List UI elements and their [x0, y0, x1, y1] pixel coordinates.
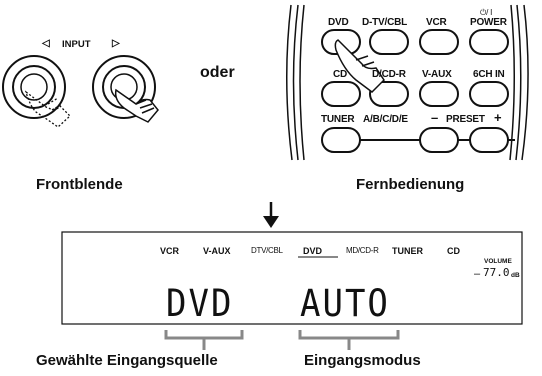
- remote-label-tuner: TUNER: [321, 114, 355, 125]
- dotted-hand-icon: [24, 90, 71, 128]
- mode-bracket: [298, 330, 400, 350]
- remote-caption: Fernbedienung: [356, 176, 465, 193]
- remote-tuner-button[interactable]: [321, 127, 361, 153]
- input-label: INPUT: [62, 39, 91, 50]
- remote-label-vaux: V-AUX: [422, 69, 452, 80]
- display-mode-text: AUTO: [300, 282, 390, 326]
- indicator-dtvcbl: DTV/CBL: [251, 246, 283, 255]
- down-arrow-icon: [263, 202, 279, 228]
- remote-hand-icon: [334, 39, 385, 93]
- volume-value: 77.0: [483, 266, 510, 279]
- remote-label-plus: +: [494, 110, 502, 125]
- remote-dtv-button[interactable]: [369, 29, 409, 55]
- remote-label-abcde: A/B/C/D/E: [363, 114, 408, 125]
- volume-sign: –: [474, 268, 481, 280]
- indicator-dvd: DVD: [303, 246, 323, 256]
- remote-label-dvd: DVD: [328, 17, 349, 28]
- hand-press-icon: [114, 88, 159, 123]
- remote-label-power: POWER: [470, 17, 507, 28]
- indicator-cd: CD: [447, 246, 460, 256]
- selected-source-label: Gewählte Eingangsquelle: [36, 352, 218, 369]
- remote-preset-minus-button[interactable]: [419, 127, 459, 153]
- power-symbol-icon: ⏻/ I: [480, 8, 493, 17]
- remote-label-mdcdr: D/CD-R: [372, 69, 406, 80]
- remote-vaux-button[interactable]: [419, 81, 459, 107]
- remote-vcr-button[interactable]: [419, 29, 459, 55]
- indicator-tuner: TUNER: [392, 246, 423, 256]
- input-mode-label: Eingangsmodus: [304, 352, 421, 369]
- display-source-text: DVD: [166, 282, 234, 326]
- remote-label-cd: CD: [333, 69, 348, 80]
- indicator-vaux: V-AUX: [203, 246, 231, 256]
- remote-cd-button[interactable]: [321, 81, 361, 107]
- indicator-vcr: VCR: [160, 246, 180, 256]
- volume-unit: dB: [511, 272, 520, 279]
- left-arrow-icon: ◁: [42, 38, 50, 49]
- remote-buttons: [321, 29, 515, 153]
- right-arrow-icon: ▷: [112, 38, 120, 49]
- remote-body: [285, 4, 529, 161]
- remote-label-preset: PRESET: [446, 114, 485, 125]
- remote-6chin-button[interactable]: [469, 81, 509, 107]
- or-text: oder: [200, 64, 235, 81]
- left-input-knob: [2, 55, 66, 119]
- remote-label-6chin: 6CH IN: [473, 69, 505, 80]
- remote-label-dtv: D-TV/CBL: [362, 17, 408, 28]
- remote-preset-plus-button[interactable]: [469, 127, 509, 153]
- remote-power-button[interactable]: [469, 29, 509, 55]
- volume-label: VOLUME: [484, 258, 512, 265]
- front-panel-caption: Frontblende: [36, 176, 123, 193]
- remote-label-minus: –: [431, 110, 439, 125]
- source-bracket: [164, 330, 244, 350]
- indicator-mdcdr: MD/CD-R: [346, 246, 379, 255]
- display-panel: [61, 231, 523, 325]
- remote-mdcdr-button[interactable]: [369, 81, 409, 107]
- remote-label-vcr: VCR: [426, 17, 447, 28]
